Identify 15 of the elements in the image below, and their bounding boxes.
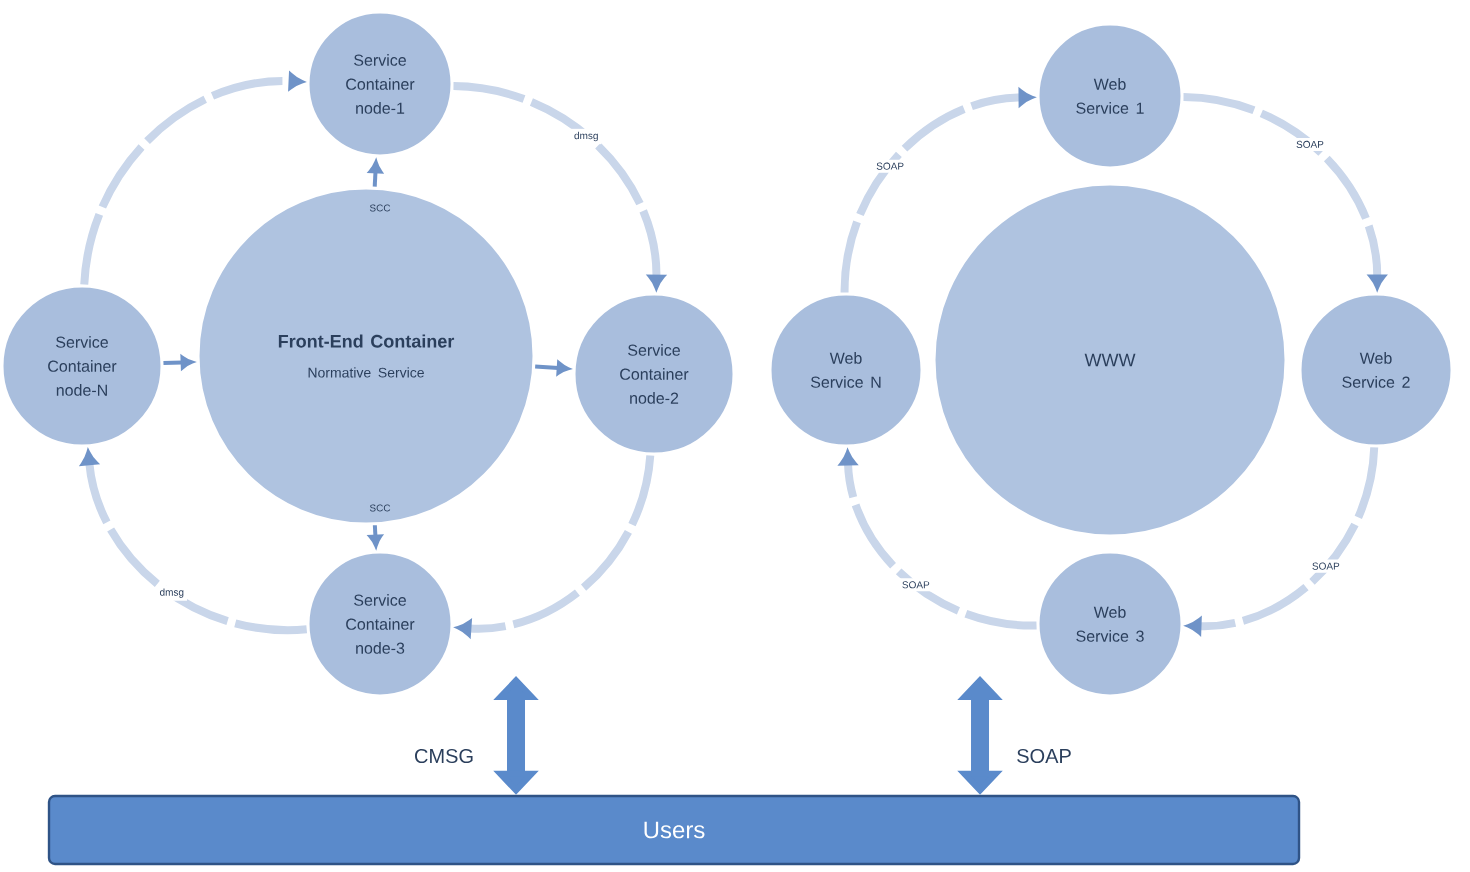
arrow	[368, 160, 383, 187]
arrow	[368, 525, 383, 548]
edge-label: SOAP	[1014, 746, 1074, 766]
ring-arrow	[456, 454, 655, 638]
edge-label: CMSG	[412, 746, 476, 766]
ring-arrow	[80, 72, 304, 285]
ring-arrow	[80, 450, 307, 634]
ring-arrow	[840, 88, 1034, 293]
ring-arrow	[1186, 447, 1379, 635]
users-bar: Users	[47, 794, 1301, 866]
ring-arrow	[1183, 93, 1386, 290]
ring-arrow	[453, 82, 666, 290]
arrow	[535, 360, 570, 376]
arrow	[163, 355, 194, 370]
ring-arrow	[839, 450, 1037, 630]
